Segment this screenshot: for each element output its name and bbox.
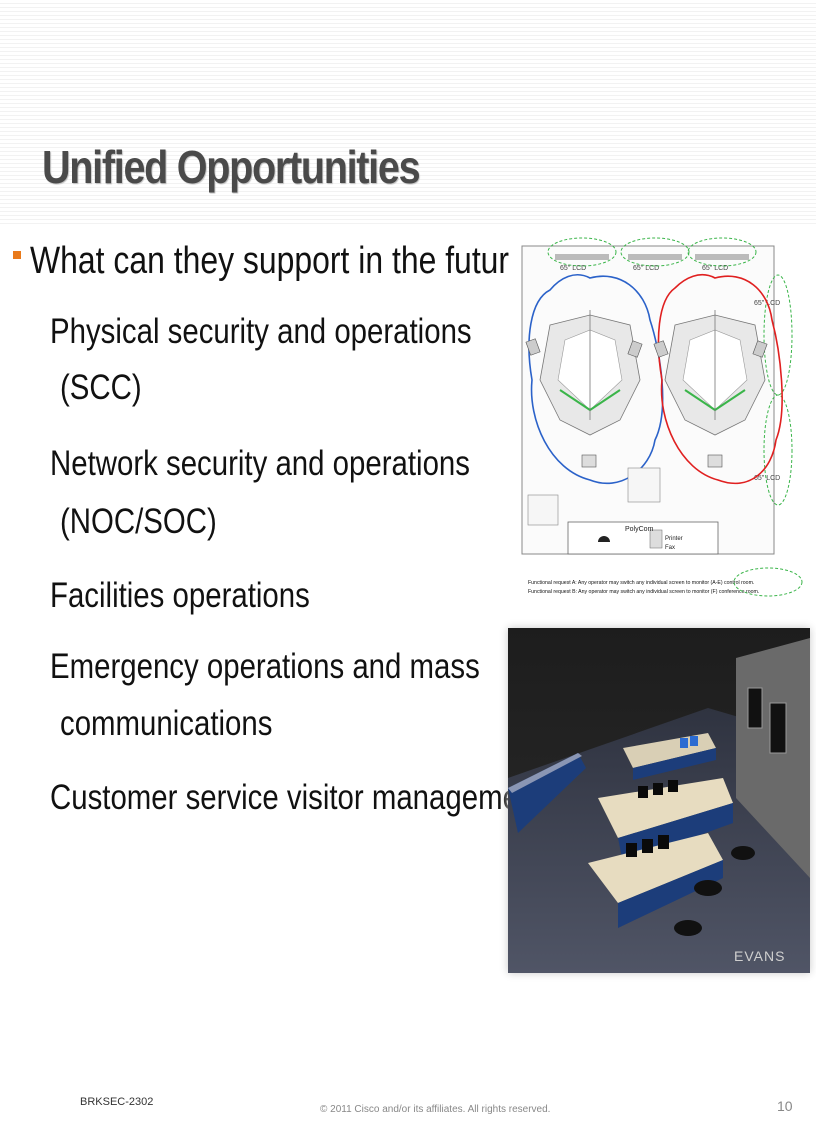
item-physical-security: Physical security and operations (50, 312, 472, 351)
lcd-label-2: 65" LCD (633, 265, 659, 272)
photo-watermark: EVANS (734, 948, 785, 964)
polycom-label: PolyCom (625, 526, 654, 533)
page-number: 10 (777, 1098, 793, 1114)
slide-title: Unified Opportunities (42, 141, 421, 193)
note-b: Functional request B: Any operator may s… (528, 589, 759, 595)
side-lcd-label-2: 65" LCD (754, 475, 780, 482)
item-emergency-cont: communications (60, 704, 273, 743)
lcd-label-1: 65" LCD (560, 265, 586, 272)
operations-room-photo: EVANS (508, 628, 810, 973)
bullet-square-icon (13, 251, 21, 259)
item-physical-security-cont: (SCC) (60, 368, 142, 407)
item-network-security-cont: (NOC/SOC) (60, 502, 217, 541)
item-emergency: Emergency operations and mass (50, 647, 480, 686)
session-code: BRKSEC-2302 (80, 1096, 154, 1108)
floorplan-diagram: 65" LCD 65" LCD 65" LCD 65" LCD 65" LCD … (510, 230, 812, 615)
copyright: © 2011 Cisco and/or its affiliates. All … (320, 1104, 551, 1115)
printer-label: Printer (665, 536, 683, 542)
bullet-question: What can they support in the future? (30, 240, 545, 282)
item-facilities: Facilities operations (50, 576, 310, 615)
item-customer-service: Customer service visitor management (50, 778, 544, 817)
fax-label: Fax (665, 545, 675, 551)
item-network-security: Network security and operations (50, 444, 470, 483)
note-a: Functional request A: Any operator may s… (528, 580, 754, 586)
lcd-label-3: 65" LCD (702, 265, 728, 272)
header-background (0, 0, 816, 225)
